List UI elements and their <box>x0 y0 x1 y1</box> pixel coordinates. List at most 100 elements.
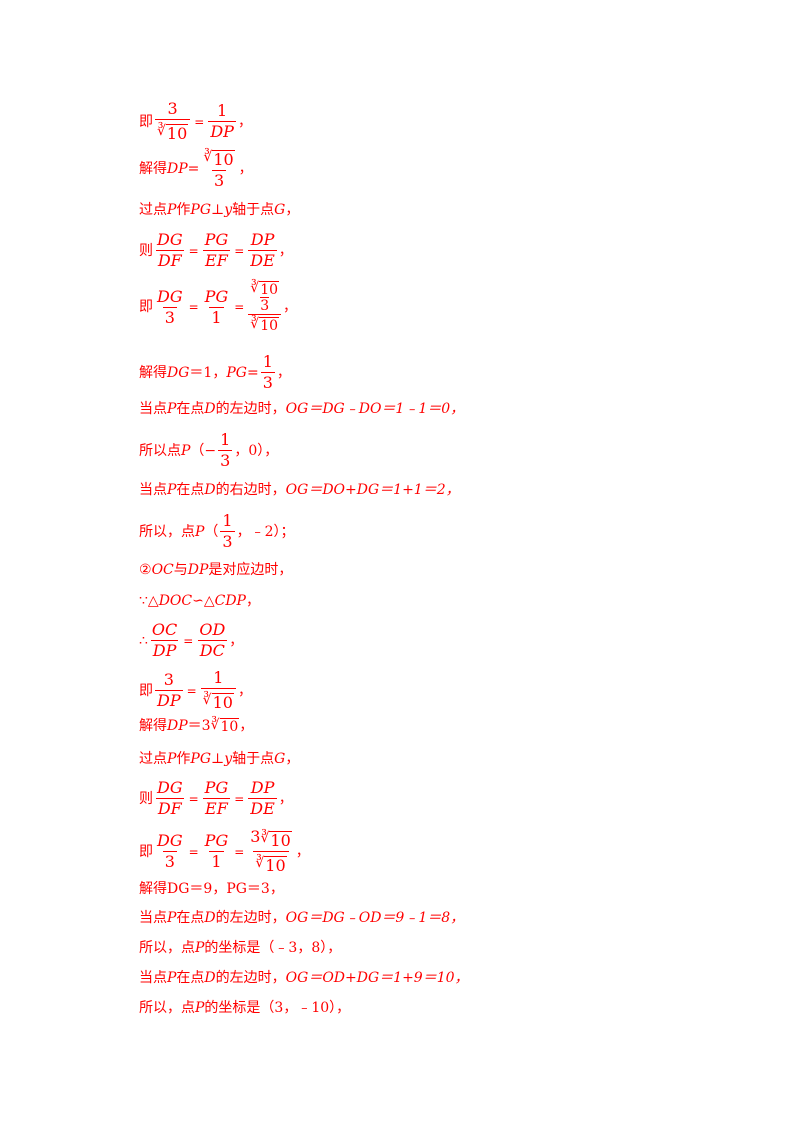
equals-sign: = <box>188 300 199 314</box>
text: 与 <box>173 562 188 578</box>
fraction: DG DF <box>155 232 185 269</box>
numerator: PG <box>204 778 229 797</box>
equals-sign: = <box>188 844 199 859</box>
radicand: 10 <box>165 124 189 143</box>
numerator: 1 <box>262 352 273 371</box>
numerator: 1 <box>222 511 233 530</box>
fraction: 1 ∛10 <box>200 668 236 712</box>
numerator: DG <box>157 831 183 850</box>
numerator: PG <box>204 831 229 850</box>
numerator: OC <box>151 620 178 639</box>
cube-root: ∛10 <box>211 718 240 734</box>
text: 作 <box>176 202 191 218</box>
text: 在点 <box>176 970 205 986</box>
punctuation: ， <box>245 593 260 609</box>
text: 的右边时， <box>215 482 286 498</box>
denominator: 3 <box>260 297 270 314</box>
line-11: ② OC 与 DP 是对应边时， <box>139 563 292 577</box>
line-17: 则 DG DF = PG EF = DP DE ， <box>139 780 293 817</box>
cube-root: ∛10 <box>250 281 280 298</box>
punctuation: ， <box>276 364 291 381</box>
denominator: DP <box>208 121 236 141</box>
punctuation: ， <box>278 242 293 259</box>
equals-sign: = <box>234 844 245 859</box>
nested-fraction: ∛10 3 ∛10 <box>248 281 282 333</box>
punctuation: ， <box>237 682 252 699</box>
expression: OG＝DG﹣OD＝9﹣1＝8， <box>285 910 465 926</box>
punctuation: ， <box>229 632 244 649</box>
radicand: 10 <box>259 281 280 298</box>
text: 在点 <box>176 482 205 498</box>
line-19: 解得DG＝9，PG＝3， <box>139 882 284 896</box>
text: （− <box>190 442 217 459</box>
variable: P <box>181 442 191 459</box>
denominator: DP <box>150 640 179 660</box>
punctuation: ， <box>239 718 254 734</box>
root-symbol: ∛ <box>260 830 270 846</box>
variable: G <box>274 202 286 218</box>
equals-sign: = <box>234 791 245 806</box>
line-22: 当点 P 在点 D 的左边时， OG＝OD+DG＝1+9＝10， <box>139 971 469 985</box>
cube-root: ∛10 <box>260 830 292 849</box>
text: 是对应边时， <box>208 562 293 578</box>
variable: P <box>195 940 205 956</box>
text: 的左边时， <box>215 910 286 926</box>
fraction: OD DC <box>197 622 227 659</box>
numerator: 1 <box>213 668 224 687</box>
fraction: DP DE <box>248 780 277 817</box>
variable: y <box>224 202 233 218</box>
denominator: 3 <box>162 851 177 871</box>
equals-sign: = <box>187 160 200 177</box>
radicand: 10 <box>211 693 234 712</box>
text: 即 <box>139 113 153 130</box>
expression: OG＝DO+DG＝1+1＝2， <box>285 482 460 498</box>
fraction: OC DP <box>150 622 179 659</box>
punctuation: ， <box>285 202 300 218</box>
punctuation: ， <box>295 843 310 860</box>
text: 过点 <box>139 202 167 218</box>
line-8: 所以点 P （− 1 3 ，0）， <box>139 432 278 469</box>
fraction: 1 3 <box>260 352 275 391</box>
variable: D <box>204 401 216 417</box>
similar-symbol: ∽ <box>192 593 204 609</box>
fraction: 1 3 <box>218 432 233 469</box>
variable: PG <box>190 202 212 218</box>
denominator: 1 <box>209 306 224 327</box>
numerator: DG <box>157 230 183 249</box>
punctuation: ， <box>237 113 252 130</box>
root-symbol: ∛ <box>210 717 220 733</box>
line-5: 即 DG 3 = PG 1 = ∛10 3 ∛10 ， <box>139 281 297 333</box>
text: 的坐标是（﹣3，8）， <box>204 940 342 956</box>
denominator: EF <box>203 250 230 270</box>
line-21: 所以，点 P 的坐标是（﹣3，8）， <box>139 941 341 955</box>
root-symbol: ∛ <box>157 123 166 139</box>
text: 当点 <box>139 401 167 417</box>
text: 轴于点 <box>232 751 275 767</box>
cube-root: ∛10 <box>250 317 280 333</box>
fraction: ∛10 3 <box>201 148 236 189</box>
expression: OG＝DG﹣DO＝1﹣1＝0， <box>285 401 465 417</box>
variable: P <box>167 482 177 498</box>
line-1: 即 3 ∛10 = 1 DP ， <box>139 101 252 142</box>
text: 在点 <box>176 910 205 926</box>
equals-sign: = <box>234 300 245 314</box>
fraction: 3 DP <box>155 672 183 709</box>
triangle: △CDP <box>203 593 246 609</box>
line-4: 则 DG DF = PG EF = DP DE ， <box>139 232 293 269</box>
line-16: 过点 P 作 PG ⊥ y 轴于点 G ， <box>139 752 299 766</box>
triangle: △DOC <box>147 593 193 609</box>
numerator: DG <box>157 286 183 306</box>
fraction: PG 1 <box>203 833 231 870</box>
fraction: 1 DP <box>208 103 236 140</box>
because-symbol: ∵ <box>139 593 148 609</box>
variable: G <box>274 751 286 767</box>
perpendicular-symbol: ⊥ <box>211 751 225 767</box>
variable: PG <box>226 364 247 381</box>
denominator: DE <box>248 250 277 270</box>
circled-number: ② <box>139 562 152 578</box>
denominator: DC <box>197 640 227 660</box>
root-symbol: ∛ <box>202 692 212 708</box>
line-13: ∴ OC DP = OD DC ， <box>139 622 243 659</box>
therefore-symbol: ∴ <box>139 632 148 649</box>
line-15: 解得 DP ＝3 ∛10 ， <box>139 718 253 734</box>
